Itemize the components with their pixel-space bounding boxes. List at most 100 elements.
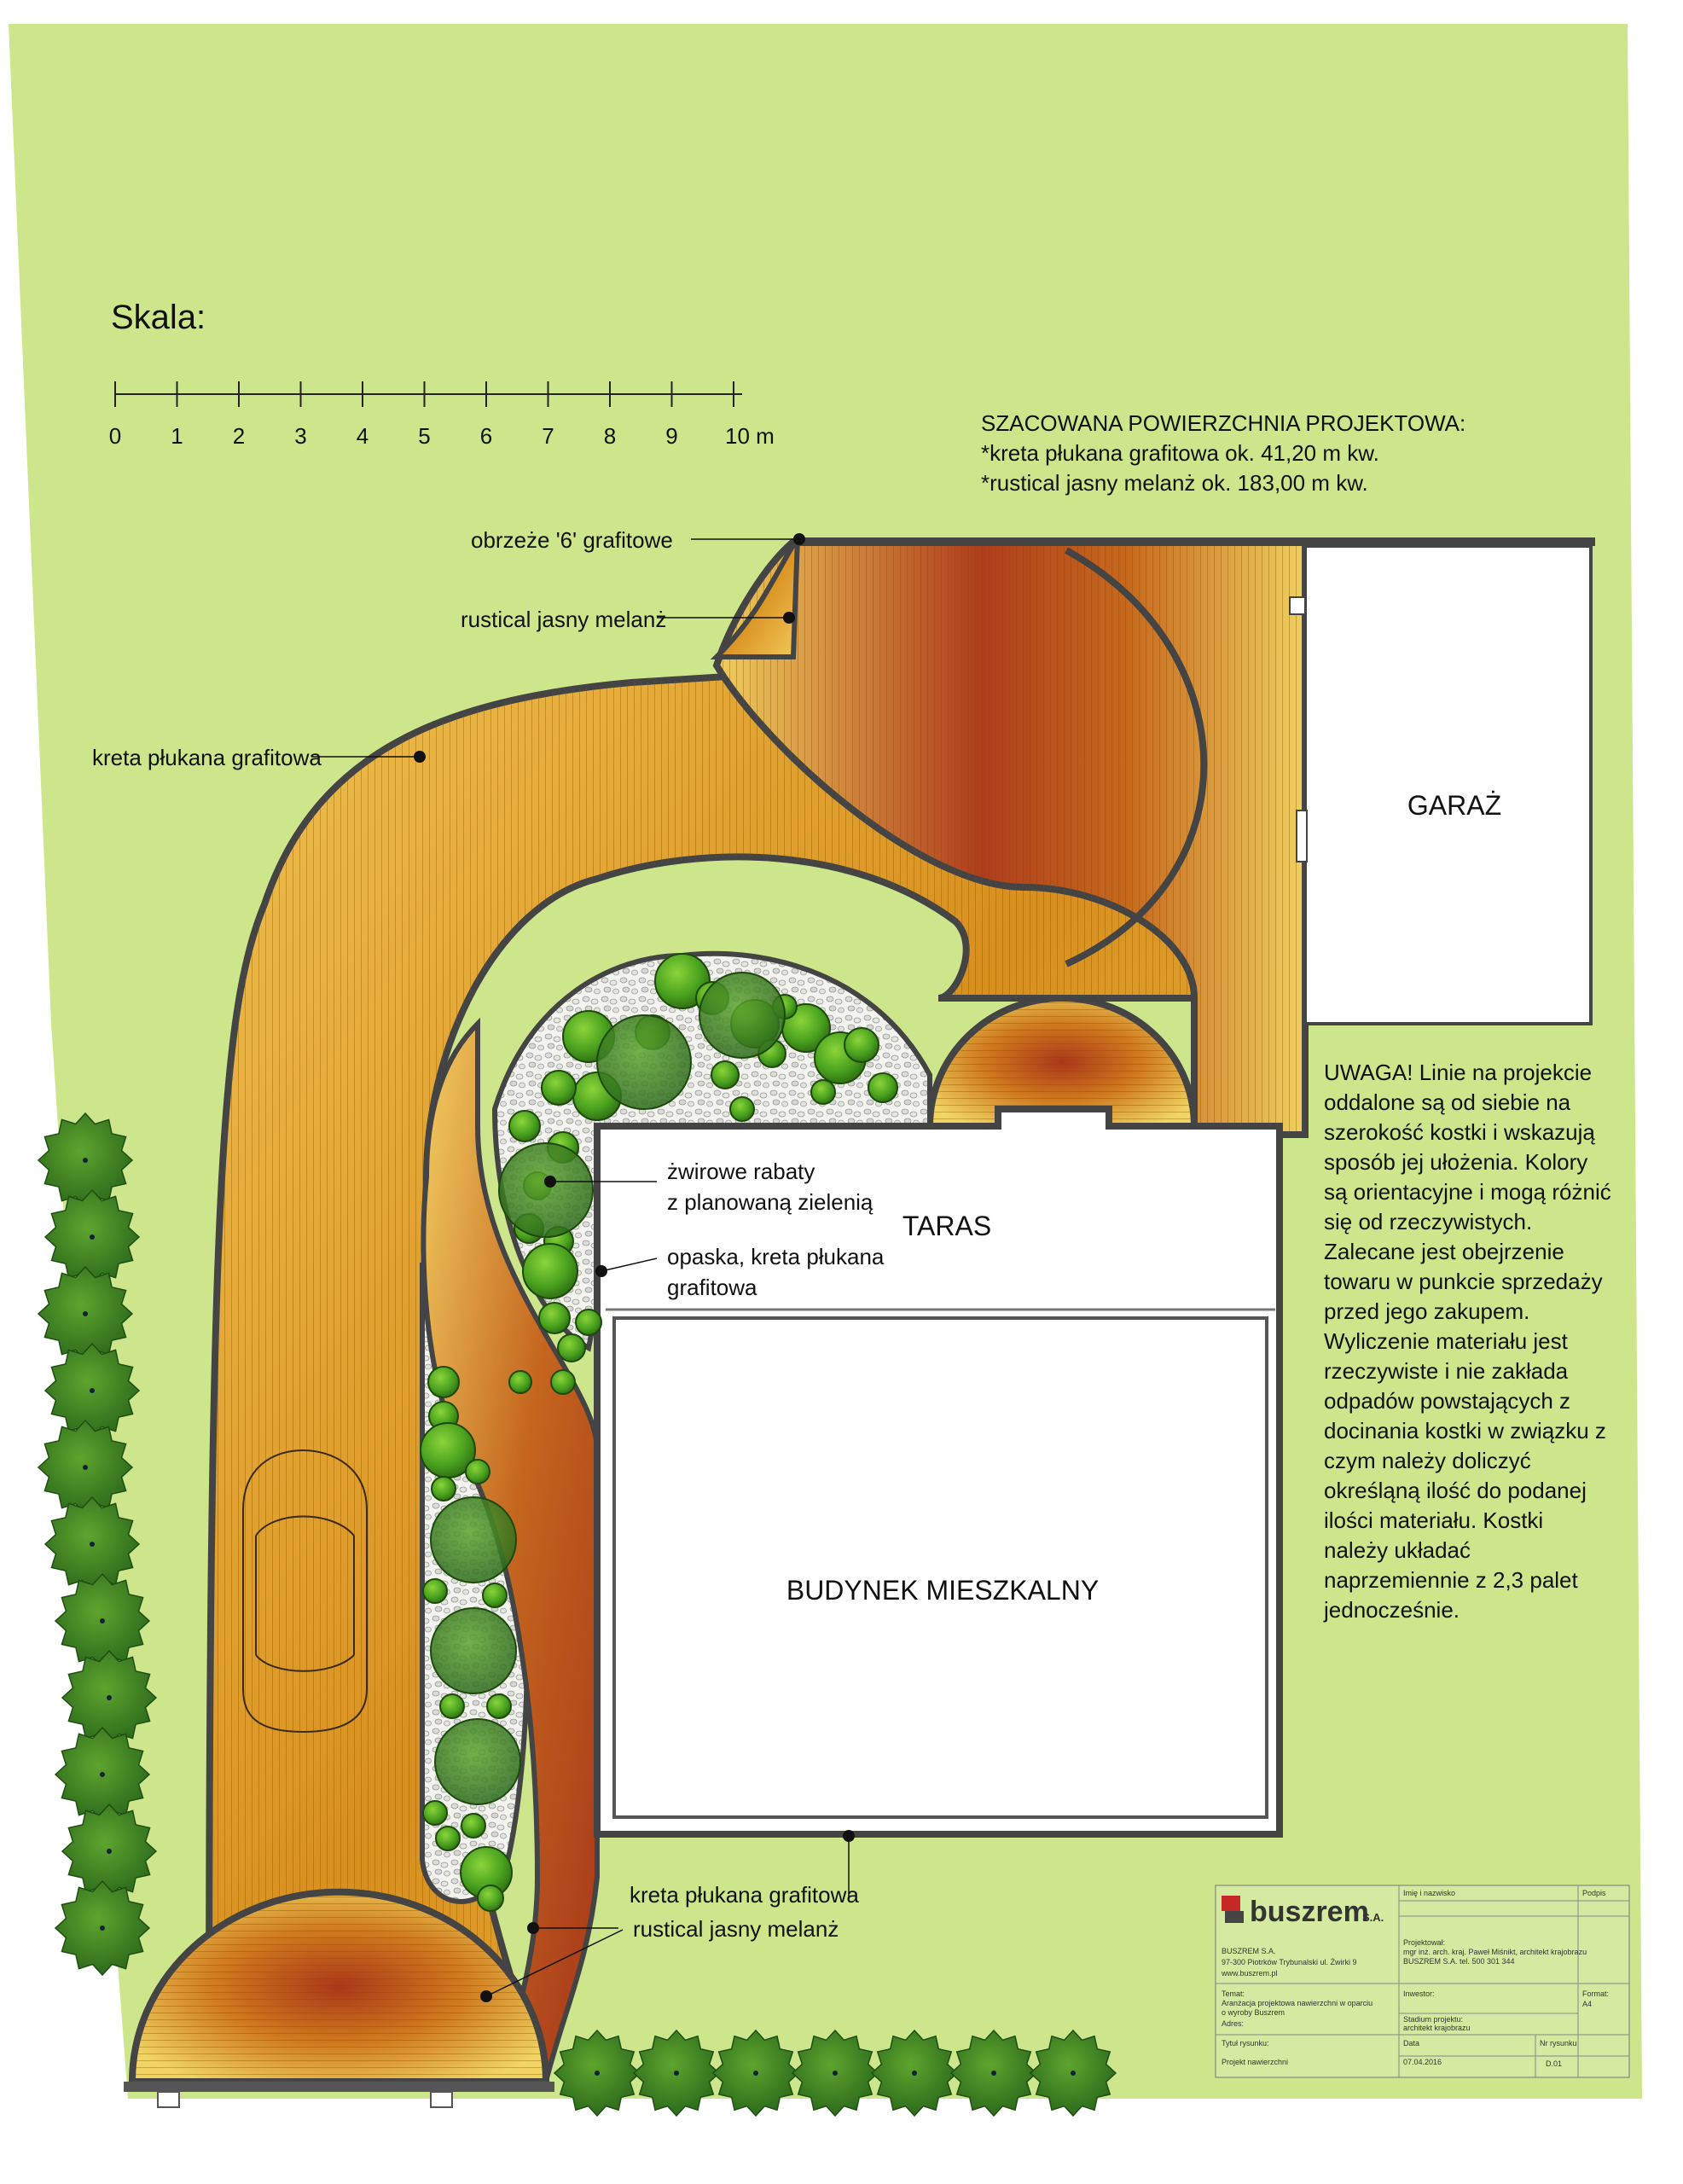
shrub xyxy=(508,1370,532,1394)
tree xyxy=(791,2029,879,2117)
shrub xyxy=(465,1459,490,1484)
shrub xyxy=(550,1369,576,1395)
tb-temat-1: Aranżacja projektowa nawierzchni w oparc… xyxy=(1222,1999,1373,2007)
shrub xyxy=(538,1302,571,1334)
tree xyxy=(1029,2029,1117,2117)
tb-stadium: Stadium projektu: xyxy=(1403,2015,1463,2024)
terrace-halfdisc xyxy=(926,995,1198,1130)
shrub xyxy=(541,1070,577,1106)
warning-line: sposób jej ułożenia. Kolory xyxy=(1324,1149,1588,1175)
warning-line: określąną ilość do podanej xyxy=(1324,1478,1587,1503)
tb-projektowal: Projektował: xyxy=(1403,1938,1445,1947)
shrub xyxy=(431,1476,456,1502)
shrub xyxy=(557,1333,586,1362)
warning-line: UWAGA! Linie na projekcie xyxy=(1324,1060,1593,1085)
warning-line: naprzemiennie z 2,3 palet xyxy=(1324,1567,1578,1593)
shrub xyxy=(868,1072,898,1103)
scale-tick-label: 2 xyxy=(233,423,245,449)
labels xyxy=(311,538,850,1997)
logo-text: buszrem xyxy=(1250,1896,1369,1928)
shrub xyxy=(508,1110,541,1142)
shrub xyxy=(435,1826,461,1851)
tb-temat: Temat: xyxy=(1222,1989,1245,1998)
shrub xyxy=(461,1813,486,1838)
warning-line: szerokość kostki i wskazują xyxy=(1324,1119,1595,1145)
warning-line: oddalone są od siebie na xyxy=(1324,1089,1571,1115)
logo-mark xyxy=(1222,1896,1240,1911)
shrub xyxy=(439,1693,465,1719)
shrub xyxy=(482,1583,508,1608)
warning-note: UWAGA! Linie na projekcie oddalone są od … xyxy=(1324,1058,1665,1625)
tree xyxy=(54,1879,151,1977)
label-obrzeze: obrzeże '6' grafitowe xyxy=(471,527,673,553)
tb-web: www.buszrem.pl xyxy=(1221,1969,1278,1978)
tree xyxy=(44,1188,141,1286)
bottom-halfdisc xyxy=(124,1888,554,2108)
shrub xyxy=(422,1800,448,1826)
tb-designer: mgr inż. arch. kraj. Paweł Miśnikt, arch… xyxy=(1403,1948,1587,1956)
warning-line: należy układać xyxy=(1324,1537,1471,1563)
tb-format-val: A4 xyxy=(1582,2000,1592,2008)
tree xyxy=(711,2029,800,2117)
tb-data: Data xyxy=(1403,2039,1419,2048)
label-zwirowe-1: żwirowe rabaty xyxy=(667,1159,815,1184)
tb-company: BUSZREM S.A. xyxy=(1222,1947,1276,1955)
shrub-large xyxy=(699,972,786,1059)
label-kreta-top: kreta płukana grafitowa xyxy=(92,745,322,770)
tb-designer-2: BUSZREM S.A. tel. 500 301 344 xyxy=(1403,1957,1515,1966)
tb-nr-val: D.01 xyxy=(1546,2059,1562,2068)
title-block: buszrem S.A. BUSZREM S.A. 97-300 Piotrkó… xyxy=(1215,1885,1630,2078)
scale-tick-label: 8 xyxy=(604,423,616,449)
shrub xyxy=(810,1079,836,1105)
label-opaska-2: grafitowa xyxy=(667,1275,757,1300)
label-opaska-1: opaska, kreta płukana xyxy=(667,1244,885,1269)
tb-tytul-val: Projekt nawierzchni xyxy=(1222,2058,1288,2066)
tb-nr: Nr rysunku xyxy=(1540,2039,1577,2048)
tb-address: 97-300 Piotrków Trybunalski ul. Żwirki 9 xyxy=(1222,1958,1357,1966)
scale-title: Skala: xyxy=(111,299,206,336)
tree xyxy=(632,2029,721,2117)
warning-line: jednocześnie. xyxy=(1324,1597,1460,1623)
warning-line: są orientacyjne i mogą różnić xyxy=(1324,1179,1611,1205)
garage xyxy=(1289,544,1593,1025)
scale-tick-label: 6 xyxy=(480,423,492,449)
shrub xyxy=(575,1309,602,1336)
shrub xyxy=(711,1060,740,1089)
warning-line: przed jego zakupem. xyxy=(1324,1298,1530,1324)
shrub xyxy=(729,1096,755,1122)
shrub-large xyxy=(430,1496,517,1583)
warning-line: się od rzeczywistych. xyxy=(1324,1209,1533,1234)
label-rustical-top: rustical jasny melanż xyxy=(461,607,666,632)
shrub-large xyxy=(434,1718,521,1805)
shrub xyxy=(522,1243,578,1299)
terrace-house-block xyxy=(594,1106,1283,1838)
shrub xyxy=(427,1366,460,1398)
scale-tick-label: 5 xyxy=(418,423,430,449)
area-line-1: *kreta płukana grafitowa ok. 41,20 m kw. xyxy=(981,440,1379,466)
label-zwirowe-2: z planowaną zielenią xyxy=(667,1189,873,1215)
tb-format: Format: xyxy=(1582,1989,1609,1998)
shrub xyxy=(844,1027,879,1063)
side-trees xyxy=(37,1112,1117,2117)
tb-imie: Imię i nazwisko xyxy=(1403,1889,1455,1897)
tree xyxy=(949,2029,1038,2117)
label-dots xyxy=(414,533,855,2002)
area-line-2: *rustical jasny melanż ok. 183,00 m kw. xyxy=(981,470,1368,496)
tb-podpis: Podpis xyxy=(1582,1889,1606,1897)
scale-tick-label: 1 xyxy=(171,423,183,449)
corner-piece xyxy=(710,536,800,659)
shrub xyxy=(422,1578,448,1604)
tb-tytul: Tytuł rysunku: xyxy=(1222,2039,1269,2048)
shrub xyxy=(477,1885,504,1912)
area-summary: SZACOWANA POWIERZCHNIA PROJEKTOWA: *kret… xyxy=(981,410,1465,496)
warning-line: towaru w punkcie sprzedaży xyxy=(1324,1269,1603,1294)
warning-line: czym należy doliczyć xyxy=(1324,1448,1531,1473)
scale-tick-label: 0 xyxy=(109,423,121,449)
label-texts: obrzeże '6' grafitowe rustical jasny mel… xyxy=(92,527,885,1942)
scale-tick-label: 10 m xyxy=(725,423,775,449)
label-kreta-bottom: kreta płukana grafitowa xyxy=(630,1882,859,1908)
tb-temat-2: o wyroby Buszrem xyxy=(1222,2008,1285,2017)
car-outline xyxy=(242,1449,368,1734)
